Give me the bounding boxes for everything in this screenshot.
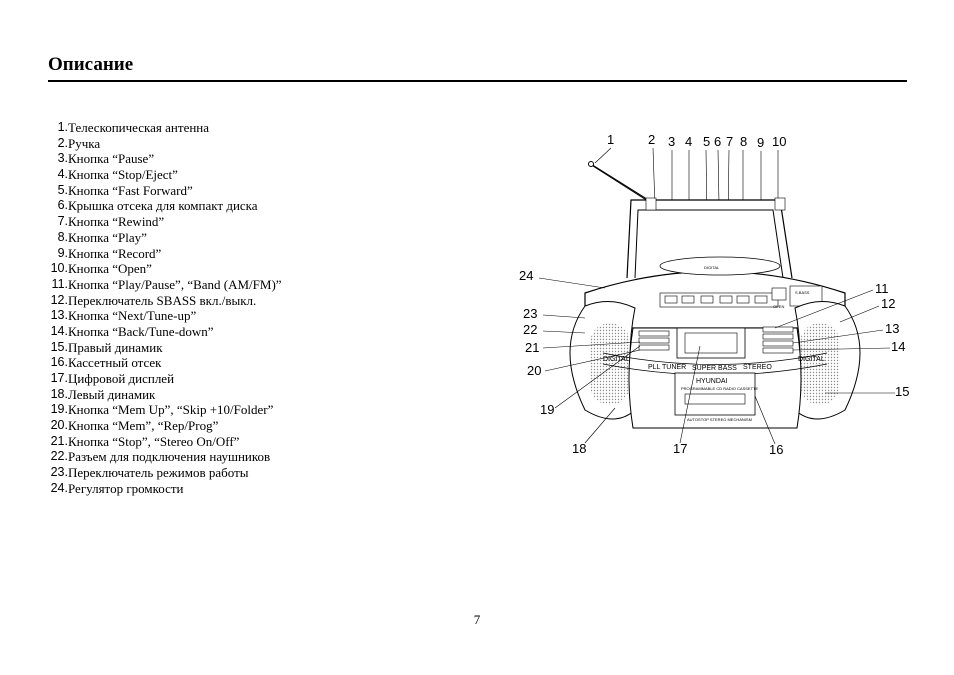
callout-19: 19 xyxy=(540,402,554,417)
list-item: 2.Ручка xyxy=(57,135,101,151)
list-item: 7.Кнопка “Rewind” xyxy=(57,214,165,230)
list-item: 17.Цифровой дисплей xyxy=(50,371,175,386)
svg-text:S.BASS: S.BASS xyxy=(795,290,810,295)
callout-5: 5 xyxy=(703,134,710,149)
callout-8: 8 xyxy=(740,134,747,149)
svg-text:OPEN: OPEN xyxy=(773,304,784,309)
list-item: 24.Регулятор громкости xyxy=(50,480,184,496)
list-item: 1.Телескопическая антенна xyxy=(57,120,210,135)
list-item: 9.Кнопка “Record” xyxy=(57,245,162,261)
list-item: 3.Кнопка “Pause” xyxy=(57,151,155,167)
title-rule xyxy=(48,80,907,82)
side-buttons xyxy=(638,326,794,354)
svg-text:AUTOSTOP STEREO MECHANISM: AUTOSTOP STEREO MECHANISM xyxy=(687,417,752,422)
device-diagram: 1 2 3 4 5 6 7 8 9 10 DIGITAL xyxy=(519,132,909,457)
list-item: 21.Кнопка “Stop”, “Stereo On/Off” xyxy=(50,433,240,449)
label-brand: HYUNDAI xyxy=(696,378,728,385)
list-item: 19.Кнопка “Mem Up”, “Skip +10/Folder” xyxy=(50,402,274,418)
cd-lid xyxy=(659,256,781,276)
callout-24: 24 xyxy=(519,268,533,283)
list-item: 13.Кнопка “Next/Tune-up” xyxy=(50,308,197,324)
list-item: 4.Кнопка “Stop/Eject” xyxy=(57,167,178,183)
callout-6: 6 xyxy=(714,134,721,149)
callout-11: 11 xyxy=(875,281,889,296)
callout-16: 16 xyxy=(769,442,783,457)
list-item: 8.Кнопка “Play” xyxy=(57,229,147,245)
label-pll-tuner: PLL TUNER xyxy=(648,364,686,371)
list-item: 12.Переключатель SBASS вкл./выкл. xyxy=(50,292,257,308)
list-item: 20.Кнопка “Mem”, “Rep/Prog” xyxy=(50,418,219,434)
list-item: 6.Крышка отсека для компакт диска xyxy=(57,198,258,214)
page-title: Описание xyxy=(48,54,134,75)
list-item: 23.Переключатель режимов работы xyxy=(50,465,249,481)
top-buttons xyxy=(659,287,787,308)
label-digital-right: DIGITAL xyxy=(798,356,825,363)
callout-10: 10 xyxy=(772,134,786,149)
label-super-bass: SUPER BASS xyxy=(692,365,737,372)
list-item: 16.Кассетный отсек xyxy=(50,355,162,371)
svg-text:DIGITAL: DIGITAL xyxy=(704,265,720,270)
page-number: 7 xyxy=(473,612,481,627)
callout-9: 9 xyxy=(757,135,764,150)
callout-17: 17 xyxy=(673,441,687,456)
callout-23: 23 xyxy=(523,306,537,321)
callout-12: 12 xyxy=(881,296,895,311)
callout-18: 18 xyxy=(572,441,586,456)
callout-13: 13 xyxy=(885,321,899,336)
list-item: 22.Разъем для подключения наушников xyxy=(50,449,271,465)
list-item: 10.Кнопка “Open” xyxy=(50,261,152,277)
list-item: 14.Кнопка “Back/Tune-down” xyxy=(50,323,214,339)
callout-2: 2 xyxy=(648,132,655,147)
callout-3: 3 xyxy=(668,134,675,149)
callout-4: 4 xyxy=(685,134,692,149)
callout-14: 14 xyxy=(891,339,905,354)
list-item: 15.Правый динамик xyxy=(50,339,163,355)
callout-22: 22 xyxy=(523,322,537,337)
label-digital-left: DIGITAL xyxy=(603,356,630,363)
leader-lines-side xyxy=(538,277,895,445)
list-item: 5.Кнопка “Fast Forward” xyxy=(57,182,193,198)
svg-text:PROGRAMMABLE CD RADIO CASSETTE: PROGRAMMABLE CD RADIO CASSETTE xyxy=(681,386,758,391)
callout-1: 1 xyxy=(607,132,614,147)
list-item: 18.Левый динамик xyxy=(50,386,156,402)
callout-21: 21 xyxy=(525,340,539,355)
list-item: 11.Кнопка “Play/Pause”, “Band (AM/FM)” xyxy=(51,276,282,292)
callout-20: 20 xyxy=(527,363,541,378)
callout-7: 7 xyxy=(726,134,733,149)
parts-list: 1.Телескопическая антенна 2.Ручка 3.Кноп… xyxy=(48,120,282,497)
label-stereo: STEREO xyxy=(743,364,772,371)
callout-15: 15 xyxy=(895,384,909,399)
